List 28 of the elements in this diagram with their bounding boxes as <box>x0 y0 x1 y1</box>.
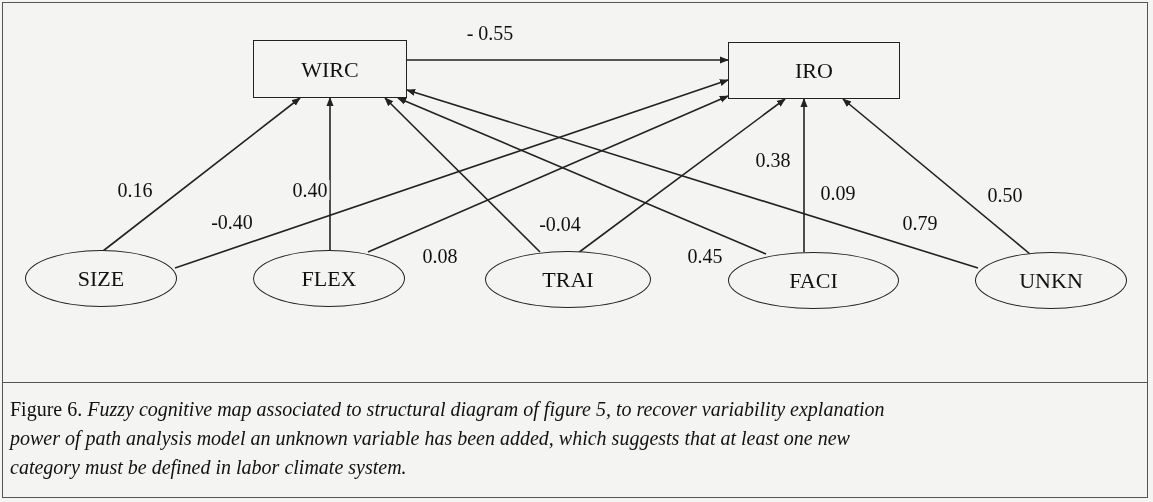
edge-label: 0.16 <box>115 180 155 200</box>
arrow <box>102 97 301 252</box>
edge-label: 0.50 <box>985 185 1025 205</box>
arrow <box>384 97 541 253</box>
arrow <box>174 79 729 269</box>
concept-ellipse: SIZE <box>25 250 177 307</box>
edge-label: 0.08 <box>420 246 460 266</box>
concept-ellipse: FLEX <box>253 250 405 307</box>
edge-label: -0.40 <box>209 212 255 232</box>
edge-label: 0.45 <box>685 246 725 266</box>
concept-ellipse: FACI <box>728 252 899 309</box>
edge-label: 0.79 <box>900 213 940 233</box>
arrow <box>397 97 767 255</box>
concept-box: IRO <box>728 42 900 99</box>
concept-box: WIRC <box>253 40 407 98</box>
edge-label: 0.38 <box>753 150 793 170</box>
edge-label: 0.40 <box>290 180 330 200</box>
arrow <box>800 98 808 253</box>
arrow <box>406 88 979 269</box>
edge-label: 0.09 <box>818 183 858 203</box>
concept-ellipse: TRAI <box>485 251 651 308</box>
concept-ellipse: UNKN <box>975 252 1127 309</box>
edge-label: - 0.55 <box>464 23 516 43</box>
arrow <box>406 56 729 64</box>
figure-caption: Figure 6. Fuzzy cognitive map associated to structural diagram of figure 5, to recover variability explanation power of path analysis model an unknown variable has been added, which suggests that at least one new category must be defined in labor climate system. <box>10 397 886 481</box>
edge-label: -0.04 <box>537 214 583 234</box>
arrow <box>326 97 334 251</box>
arrow <box>367 95 729 253</box>
